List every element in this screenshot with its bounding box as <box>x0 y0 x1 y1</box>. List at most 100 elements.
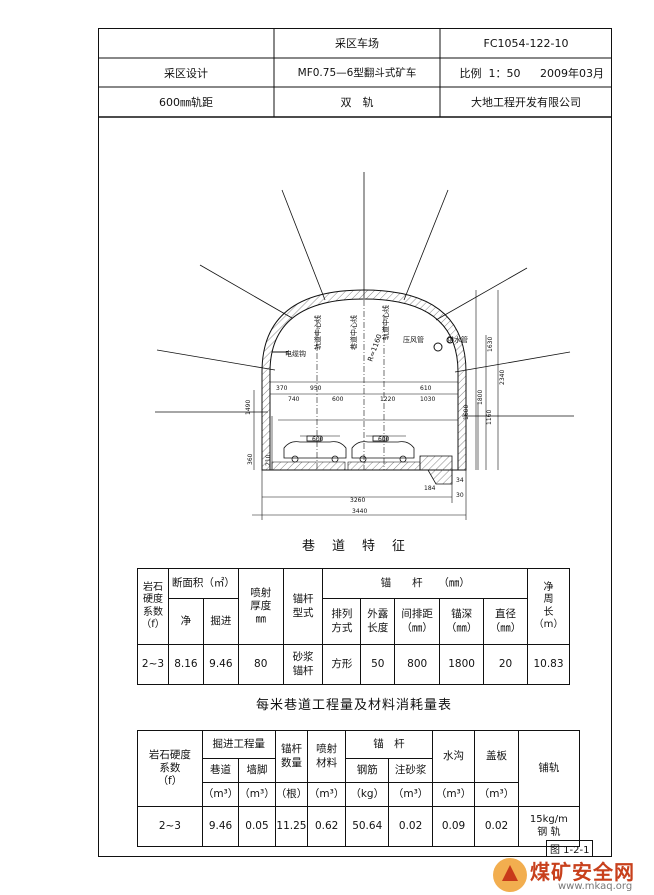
cell-excav: 9.46 <box>202 644 239 685</box>
col-anchor-depth: 锚深 （㎜） <box>439 598 485 645</box>
cell-exposed: 50 <box>360 644 396 685</box>
dim-1220: 1220 <box>380 396 395 403</box>
track-type: 双 轨 <box>340 96 374 109</box>
unit-footing: （m³） <box>238 782 276 807</box>
unit-grout: （m³） <box>388 782 433 807</box>
col-spacing: 间排距 （㎜） <box>394 598 441 645</box>
figure-number: 图 1-2-1 <box>546 840 594 857</box>
dim-3440: 3440 <box>352 508 367 515</box>
right-track-centerline-label: 轨道中心线 <box>381 305 390 340</box>
cell-bolt-type: 砂浆 锚杆 <box>282 644 324 685</box>
cell-arrangement: 方形 <box>322 644 362 685</box>
materials-table: 岩石硬度 系数 （f） 掘进工程量 锚杆 数量 喷射 材料 锚 杆 水沟 盖板 … <box>137 730 581 847</box>
dim-600a: 600 <box>332 396 344 403</box>
track-gauge: 600㎜轨距 <box>159 96 213 109</box>
col-grout: 注砂浆 <box>388 758 433 783</box>
col-rock-hardness: 岩石硬度 系数 （f） <box>137 730 203 807</box>
cell-cover: 0.02 <box>474 806 519 847</box>
project-name: 采区车场 <box>335 37 379 50</box>
cell-net: 8.16 <box>167 644 204 685</box>
water-pipe-label: 供水管 <box>447 335 468 344</box>
roadway-cross-section: 电缆钩 压风管 供水管 轨道中心线 巷道中心线 轨道中心线 R=1160 370… <box>155 172 574 520</box>
col-exposed-length: 外露 长度 <box>360 598 396 645</box>
col-footing: 墙脚 <box>238 758 276 783</box>
dim-600b: 600 <box>312 436 324 443</box>
dim-1160: 1160 <box>486 410 493 425</box>
cell-rock: 2~3 <box>137 806 203 847</box>
drawing-sheet <box>98 28 612 857</box>
table-row: 2~3 9.46 0.05 11.25 0.62 50.64 0.02 0.09… <box>137 806 581 847</box>
col-roadway: 巷道 <box>201 758 240 783</box>
watermark-logo-icon <box>493 858 527 892</box>
cell-perimeter: 10.83 <box>526 644 571 685</box>
materials-title: 每米巷道工程量及材料消耗量表 <box>256 698 453 713</box>
cell-diameter: 20 <box>483 644 528 685</box>
unit-ditch: （m³） <box>431 782 476 807</box>
title-block-grid <box>98 28 612 118</box>
unit-cover: （m³） <box>474 782 519 807</box>
dim-34: 34 <box>456 477 464 484</box>
dim-184: 184 <box>424 485 436 492</box>
col-rock-hardness: 岩石 硬度 系数 （f） <box>137 568 169 645</box>
cell-bolt-qty: 11.25 <box>274 806 309 847</box>
dim-1490: 1490 <box>245 400 252 415</box>
watermark-url: www.mkaq.org <box>558 881 633 892</box>
dim-950: 950 <box>310 385 322 392</box>
cell-spray: 0.62 <box>307 806 347 847</box>
col-cover: 盖板 <box>474 730 519 783</box>
design-type: 采区设计 <box>164 66 208 80</box>
company-name: 大地工程开发有限公司 <box>471 96 581 109</box>
dim-1630: 1630 <box>487 337 494 352</box>
dim-2340: 2340 <box>499 370 506 385</box>
col-net-perimeter: 净 周 长 （m） <box>526 568 571 645</box>
col-spray-material: 喷射 材料 <box>307 730 347 783</box>
left-track-centerline-label: 轨道中心线 <box>313 315 322 350</box>
mine-cars <box>283 435 415 463</box>
features-title: 巷 道 特 征 <box>302 539 408 554</box>
radius-label: R=1160 <box>366 333 383 363</box>
dim-600c: 600 <box>378 436 390 443</box>
col-bolt-type: 锚杆 型式 <box>282 568 324 645</box>
col-ditch: 水沟 <box>431 730 476 783</box>
col-rail: 铺轨 <box>517 730 581 807</box>
roadway-centerline-label: 巷道中心线 <box>349 315 358 350</box>
unit-rebar: （kg） <box>345 782 390 807</box>
dim-3260: 3260 <box>350 497 365 504</box>
pressure-pipe-icon <box>433 342 443 352</box>
col-area-net: 净 <box>167 598 204 645</box>
water-pipe-icon <box>446 336 454 344</box>
drawing-date: 2009年03月 <box>540 66 604 80</box>
bolt-lines <box>155 172 574 417</box>
col-section-area: 断面积（㎡） <box>167 568 239 599</box>
drainage-ditch <box>419 455 453 485</box>
unit-roadway: （m³） <box>201 782 240 807</box>
dim-610: 610 <box>420 385 432 392</box>
cell-grout: 0.02 <box>388 806 433 847</box>
pressure-pipe-label: 压风管 <box>403 335 424 344</box>
cell-rock: 2~3 <box>137 644 169 685</box>
cell-footing: 0.05 <box>238 806 276 847</box>
col-bolt-group: 锚 杆 <box>345 730 433 759</box>
vehicle-type: MF0.75—6型翻斗式矿车 <box>297 67 417 79</box>
cell-ditch: 0.09 <box>431 806 476 847</box>
unit-spray: （m³） <box>307 782 347 807</box>
cell-depth: 1800 <box>439 644 485 685</box>
dim-210: 210 <box>265 454 272 466</box>
cell-spacing: 800 <box>394 644 441 685</box>
dim-1800: 1800 <box>477 390 484 405</box>
features-table: 岩石 硬度 系数 （f） 断面积（㎡） 喷射 厚度 ㎜ 锚杆 型式 锚 杆 （㎜… <box>137 568 571 685</box>
col-area-excav: 掘进 <box>202 598 239 645</box>
dim-30: 30 <box>456 492 464 499</box>
col-diameter: 直径 （㎜） <box>483 598 528 645</box>
scale: 比例 1：50 <box>440 58 540 87</box>
col-bolt-group: 锚 杆 （㎜） <box>322 568 528 599</box>
cable-hook-label: 电缆钩 <box>285 349 306 358</box>
drawing-number: FC1054-122-10 <box>483 36 569 50</box>
dim-740: 740 <box>288 396 300 403</box>
dim-370: 370 <box>276 385 288 392</box>
scale-value: 1：50 <box>488 66 521 80</box>
cell-spray: 80 <box>237 644 284 685</box>
col-bolt-count: 锚杆 数量 <box>274 730 309 783</box>
table-row: 2~3 8.16 9.46 80 砂浆 锚杆 方形 50 800 1800 20… <box>137 644 571 685</box>
col-arrangement: 排列 方式 <box>322 598 362 645</box>
